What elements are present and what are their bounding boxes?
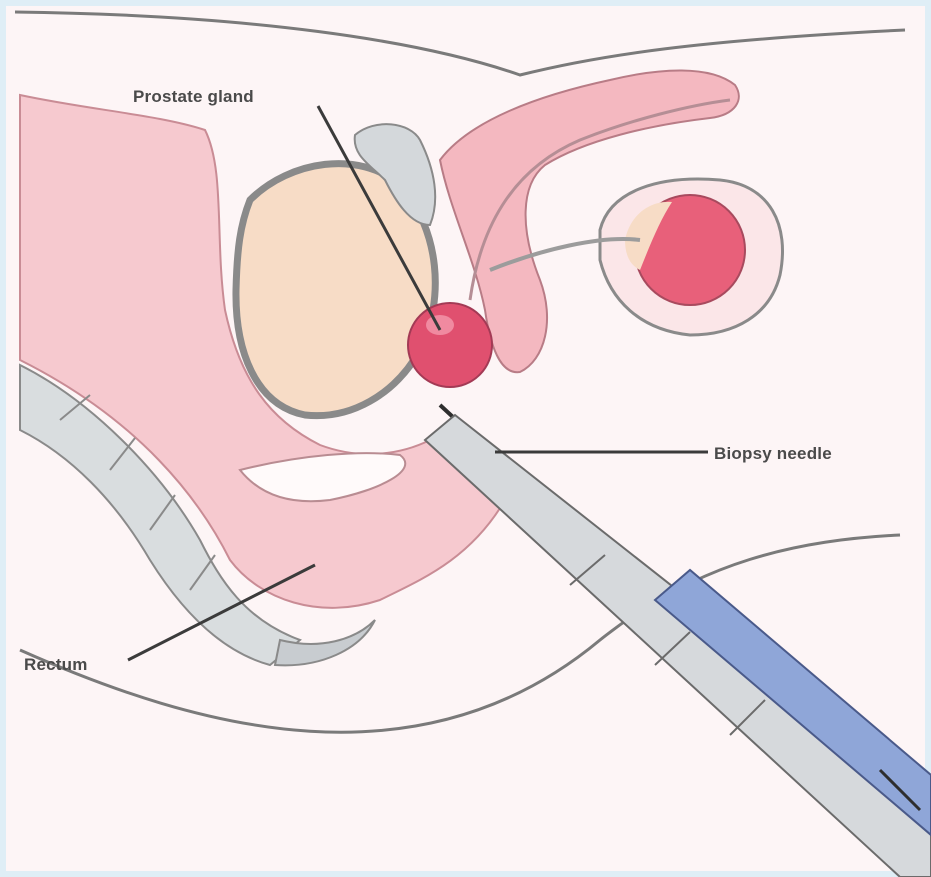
needle-guide-handle	[655, 570, 931, 835]
ultrasound-probe	[425, 415, 931, 877]
prostate-gland-label: Prostate gland	[133, 88, 254, 105]
biopsy-needle-label: Biopsy needle	[714, 445, 832, 462]
coccyx	[275, 620, 375, 665]
rectum-label: Rectum	[24, 656, 88, 673]
prostate-highlight	[426, 315, 454, 335]
body-outline	[15, 12, 905, 75]
prostate-gland	[408, 303, 492, 387]
